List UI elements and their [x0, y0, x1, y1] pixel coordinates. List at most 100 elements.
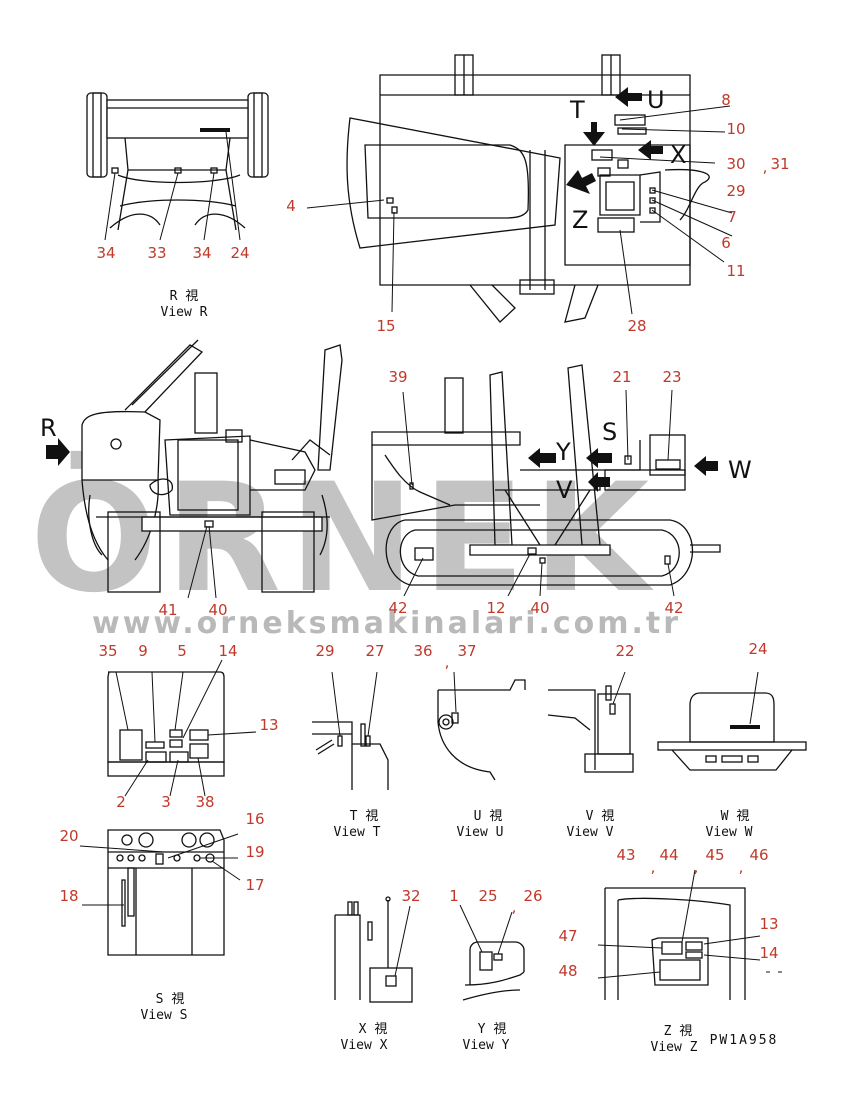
callout-37: 37	[457, 642, 476, 660]
callout-9: 9	[138, 642, 148, 660]
view-t-caption-en: View T	[334, 825, 381, 840]
view-t-caption-jp: T 視	[350, 809, 379, 824]
view-y-caption-jp: Y 視	[478, 1022, 507, 1037]
callout-27: 27	[365, 642, 384, 660]
callout-5: 5	[177, 642, 187, 660]
arrow-label-v: V	[556, 476, 573, 504]
callout-2: 2	[116, 793, 126, 811]
watermark-url: www.orneksmakinalari.com.tr	[92, 606, 681, 641]
view-x-caption-jp: X 視	[359, 1022, 388, 1037]
arrow-label-x: X	[670, 141, 686, 169]
arrow-label-r: R	[40, 414, 57, 442]
callout-48: 48	[558, 962, 577, 980]
dashboard-drawing	[107, 671, 225, 777]
callout-45: 45	[705, 846, 724, 864]
view-s-drawing	[107, 829, 225, 956]
callout-22: 22	[615, 642, 634, 660]
callout-34-right: 34	[192, 244, 211, 262]
view-w-drawing	[657, 671, 807, 771]
callout-46: 46	[749, 846, 768, 864]
callout-32: 32	[401, 887, 420, 905]
separator-30-31: ,	[763, 158, 768, 176]
view-z-caption-jp: Z 視	[664, 1024, 693, 1039]
callout-3: 3	[161, 793, 171, 811]
cab-top-view-drawing	[346, 54, 710, 323]
callout-47: 47	[558, 927, 577, 945]
view-v-caption-jp: V 視	[586, 809, 615, 824]
arrow-label-t: T	[569, 96, 585, 124]
view-s-caption-jp: S 視	[156, 992, 185, 1007]
callout-19: 19	[245, 843, 264, 861]
view-y-caption-en: View Y	[463, 1038, 510, 1053]
callout-28: 28	[627, 317, 646, 335]
callout-26: 26	[523, 887, 542, 905]
view-t-drawing	[312, 671, 389, 790]
watermark: ÖRNEK www.orneksmakinalari.com.tr	[30, 450, 681, 641]
callout-1: 1	[449, 887, 459, 905]
view-w-caption-jp: W 視	[721, 809, 750, 824]
callout-39: 39	[388, 368, 407, 386]
arrow-label-z: Z	[572, 206, 588, 234]
view-y-drawing	[459, 904, 525, 1001]
callout-40-left: 40	[208, 601, 227, 619]
callout-11: 11	[726, 262, 745, 280]
callout-24-view-w: 24	[748, 640, 767, 658]
callout-29-view-t: 29	[315, 642, 334, 660]
callout-17: 17	[245, 876, 264, 894]
callout-10: 10	[726, 120, 745, 138]
view-r-leaders	[104, 131, 241, 241]
dashboard-leaders	[115, 659, 257, 797]
callout-42-right: 42	[664, 599, 683, 617]
callout-29-top: 29	[726, 182, 745, 200]
machine-side-leaders	[402, 389, 675, 597]
callout-30: 30	[726, 155, 745, 173]
view-z-caption-en: View Z	[651, 1040, 698, 1055]
arrow-label-w: W	[728, 456, 752, 484]
arrow-label-y: Y	[555, 438, 571, 466]
callout-36: 36	[413, 642, 432, 660]
callout-4: 4	[286, 197, 296, 215]
callout-18: 18	[59, 887, 78, 905]
view-u-caption-jp: U 視	[474, 809, 503, 824]
callout-15: 15	[376, 317, 395, 335]
callout-13-view-z: 13	[759, 915, 778, 933]
view-v-drawing	[547, 671, 634, 773]
callout-31: 31	[770, 155, 789, 173]
callout-41: 41	[158, 601, 177, 619]
separator-25-26: ,	[512, 898, 517, 916]
separator-43-44: ,	[651, 858, 656, 876]
view-s-caption-en: View S	[141, 1008, 188, 1023]
separator-44-45: ,	[694, 858, 699, 876]
arrow-label-u: U	[647, 86, 665, 114]
view-r-caption-en: View R	[161, 305, 208, 320]
separator-36-37: ,	[445, 653, 450, 671]
callout-38: 38	[195, 793, 214, 811]
view-u-drawing	[437, 671, 526, 781]
callout-40-right: 40	[530, 599, 549, 617]
view-x-caption-en: View X	[341, 1038, 388, 1053]
drawing-code: PW1A958	[710, 1033, 779, 1048]
separator-45-46: ,	[739, 858, 744, 876]
machine-rear-side-drawing	[46, 339, 343, 593]
cab-top-leaders	[306, 105, 733, 315]
callout-35: 35	[98, 642, 117, 660]
callout-20: 20	[59, 827, 78, 845]
view-r-caption-jp: R 視	[170, 289, 199, 304]
callout-14-view-z: 14	[759, 944, 778, 962]
callout-43: 43	[616, 846, 635, 864]
callout-7: 7	[727, 208, 737, 226]
view-s-leaders	[79, 833, 241, 906]
view-r-drawing	[86, 92, 269, 231]
view-z-drawing	[597, 869, 782, 1000]
callout-8: 8	[721, 91, 731, 109]
callout-16: 16	[245, 810, 264, 828]
callout-12: 12	[486, 599, 505, 617]
arrow-label-s: S	[602, 418, 617, 446]
callout-6: 6	[721, 234, 731, 252]
callout-24-view-r: 24	[230, 244, 249, 262]
view-v-caption-en: View V	[567, 825, 614, 840]
callout-44: 44	[659, 846, 678, 864]
callout-25: 25	[478, 887, 497, 905]
machine-rear-leaders	[187, 525, 217, 599]
